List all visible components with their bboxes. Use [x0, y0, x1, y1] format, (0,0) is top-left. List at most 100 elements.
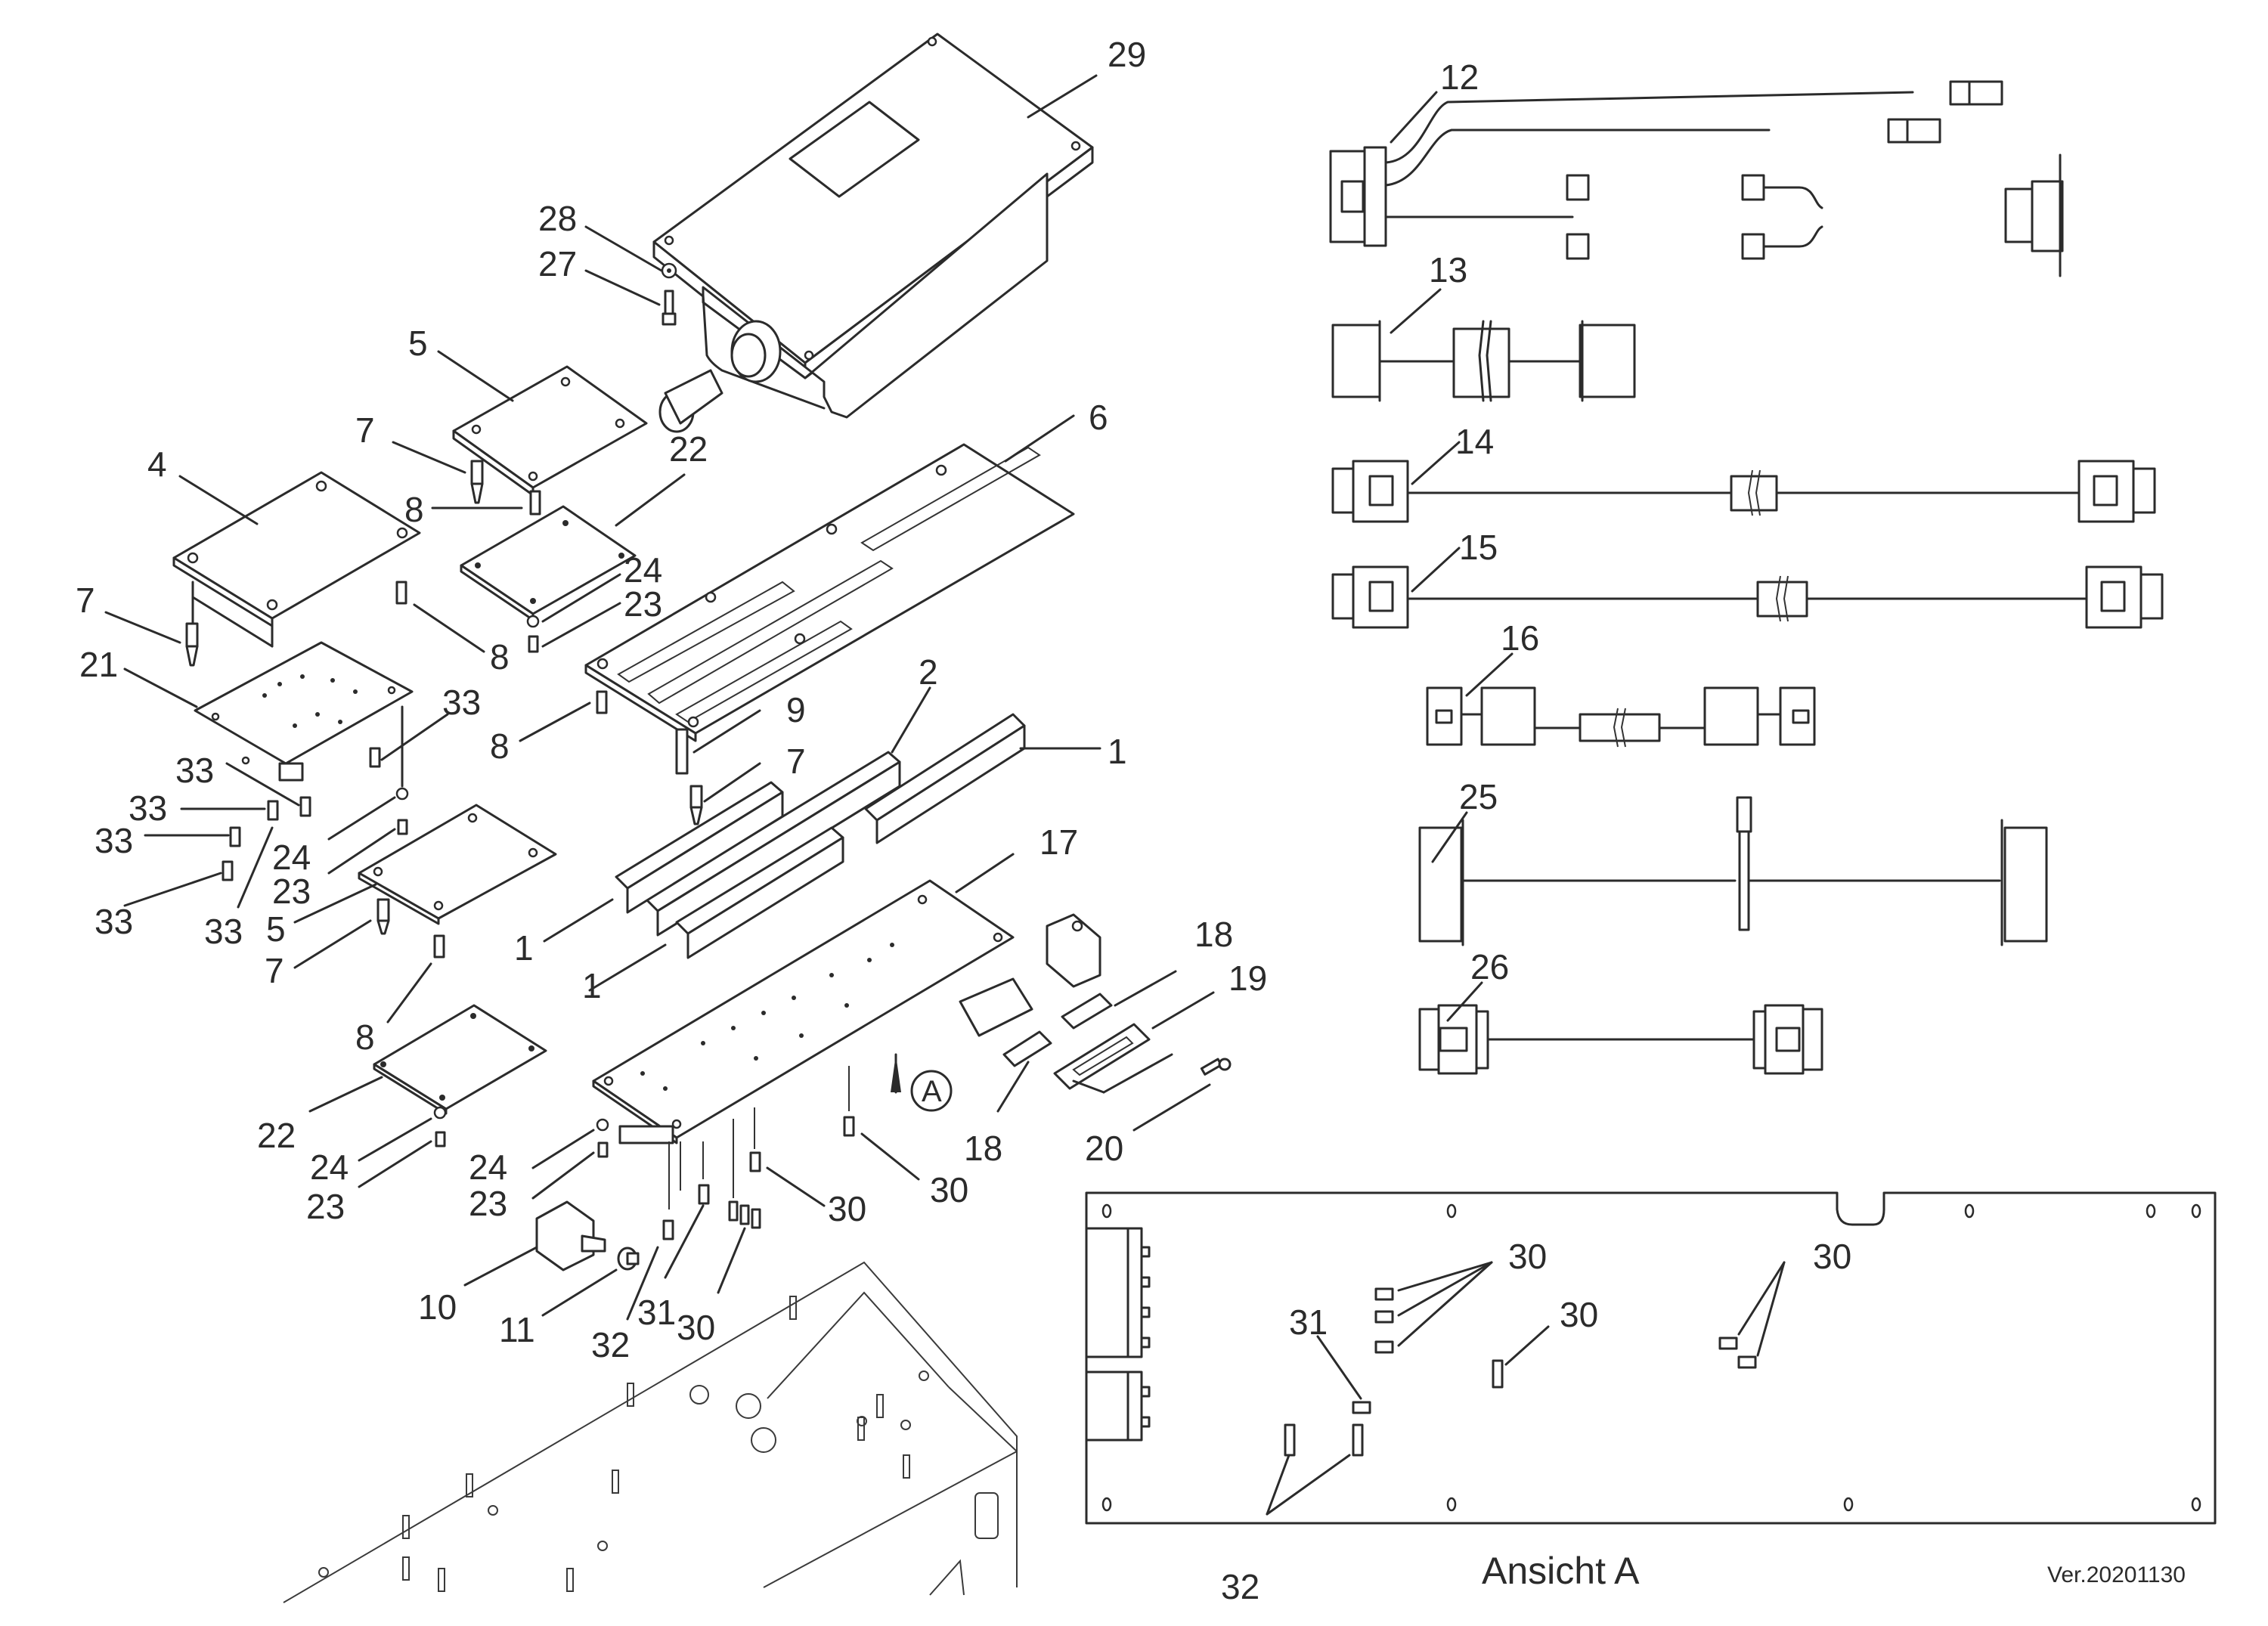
- callout-32: 32: [591, 1325, 630, 1364]
- terminal-rail-1-right: [864, 713, 1026, 844]
- jumper-33-d: [229, 826, 241, 847]
- leader-30a: [860, 1132, 920, 1181]
- terminal-rail-1-left: [615, 781, 784, 914]
- callout-19: 19: [1228, 959, 1267, 998]
- leader-8d: [386, 962, 432, 1024]
- cover-plate-22-lower: [373, 1004, 547, 1115]
- leader-6: [1004, 414, 1075, 463]
- callout-18a: 18: [1194, 915, 1233, 954]
- leader-32: [626, 1246, 659, 1321]
- jumper-33-e: [222, 860, 234, 881]
- callout-14: 14: [1455, 422, 1494, 461]
- leader-23d: [531, 1151, 595, 1200]
- view-a-marker: A: [891, 1053, 953, 1112]
- callout-1b: 1: [514, 928, 534, 968]
- nut-23-b: [397, 819, 408, 835]
- callout-8a: 8: [404, 490, 424, 529]
- leader-7a: [392, 441, 466, 474]
- leader-v30a-3: [1397, 1261, 1493, 1347]
- callout-7c: 7: [786, 742, 806, 781]
- chassis-frame: [283, 1261, 1018, 1603]
- callout-24b: 24: [272, 838, 311, 877]
- callout-7b: 7: [76, 581, 95, 620]
- callout-4: 4: [147, 444, 167, 484]
- standoff-7-rails: [689, 785, 703, 825]
- leader-v30a-2: [1397, 1261, 1493, 1317]
- leader-24c: [358, 1117, 432, 1162]
- callout-5b: 5: [266, 909, 286, 949]
- version-label: Ver.20201130: [2047, 1563, 2186, 1587]
- spacer-8: [529, 490, 541, 516]
- callout-33e: 33: [94, 902, 133, 941]
- leader-v30a-1: [1397, 1261, 1493, 1292]
- view-a-board: [1085, 1191, 2217, 1525]
- leader-18b: [996, 1061, 1030, 1113]
- terminal-rail-2: [645, 751, 901, 937]
- view-a-callout-32: 32: [1221, 1567, 1259, 1606]
- leader-11: [541, 1268, 618, 1317]
- leader-1b: [543, 898, 614, 943]
- leader-12: [1390, 91, 1438, 144]
- callout-27: 27: [538, 244, 577, 283]
- callout-9: 9: [786, 690, 806, 729]
- leader-23c: [358, 1140, 432, 1188]
- leader-23b: [327, 828, 396, 875]
- callout-8b: 8: [490, 637, 510, 677]
- callout-26: 26: [1470, 947, 1509, 986]
- callout-33f: 33: [204, 912, 243, 951]
- screw-27: [662, 290, 677, 326]
- washer-24-c: [433, 1106, 447, 1120]
- leader-v31: [1316, 1335, 1362, 1400]
- leader-24d: [531, 1129, 595, 1169]
- callout-23d: 23: [469, 1184, 507, 1223]
- leader-33f: [237, 826, 274, 909]
- cable-13: [1331, 320, 1636, 402]
- leader-9: [692, 709, 761, 754]
- washer-24-b: [395, 787, 409, 801]
- callout-21: 21: [79, 645, 118, 684]
- callout-33c: 33: [129, 788, 167, 828]
- cable-15: [1331, 565, 2164, 629]
- leader-7d: [293, 919, 372, 969]
- screw-20: [1200, 1058, 1232, 1076]
- view-a-title: Ansicht A: [1482, 1550, 1640, 1592]
- cable-14: [1331, 460, 2156, 523]
- spacer-8-mid: [395, 581, 407, 605]
- leader-30c: [717, 1227, 746, 1294]
- leader-2: [891, 686, 931, 754]
- cable-16: [1426, 686, 1816, 748]
- callout-7a: 7: [355, 410, 375, 450]
- view-a-letter: A: [922, 1075, 942, 1108]
- callout-12: 12: [1440, 57, 1479, 97]
- spacer-9: [675, 728, 689, 775]
- nut-23-c: [435, 1131, 446, 1147]
- jumper-33-a: [369, 747, 381, 768]
- knob-11: [617, 1247, 640, 1271]
- housing-part-29: [652, 33, 1094, 433]
- leader-33a: [380, 713, 449, 761]
- callout-8c: 8: [490, 726, 510, 766]
- washer-24: [526, 615, 540, 628]
- cover-plate-5-lower: [358, 804, 557, 925]
- leader-22b: [308, 1076, 383, 1113]
- callout-18b: 18: [964, 1129, 1002, 1168]
- callout-25: 25: [1459, 777, 1498, 816]
- leader-33e: [123, 872, 222, 907]
- callout-11: 11: [499, 1310, 535, 1349]
- leader-v30b: [1504, 1325, 1550, 1366]
- view-a-callout-30c: 30: [1813, 1237, 1851, 1276]
- callout-33a: 33: [442, 683, 481, 722]
- leader-29: [1027, 74, 1098, 119]
- callout-33d: 33: [94, 821, 133, 860]
- leader-22a: [615, 473, 686, 527]
- standoff-7-left: [185, 622, 199, 667]
- callout-7d: 7: [265, 951, 284, 990]
- frame-19: [1053, 1023, 1151, 1090]
- pcb-21: [194, 641, 414, 782]
- main-pcb-17: [592, 879, 1015, 1144]
- leader-17: [955, 853, 1015, 894]
- leader-33b: [225, 762, 300, 807]
- view-a-callout-31: 31: [1289, 1302, 1328, 1342]
- leader-27: [584, 269, 661, 306]
- leader-28: [584, 225, 663, 272]
